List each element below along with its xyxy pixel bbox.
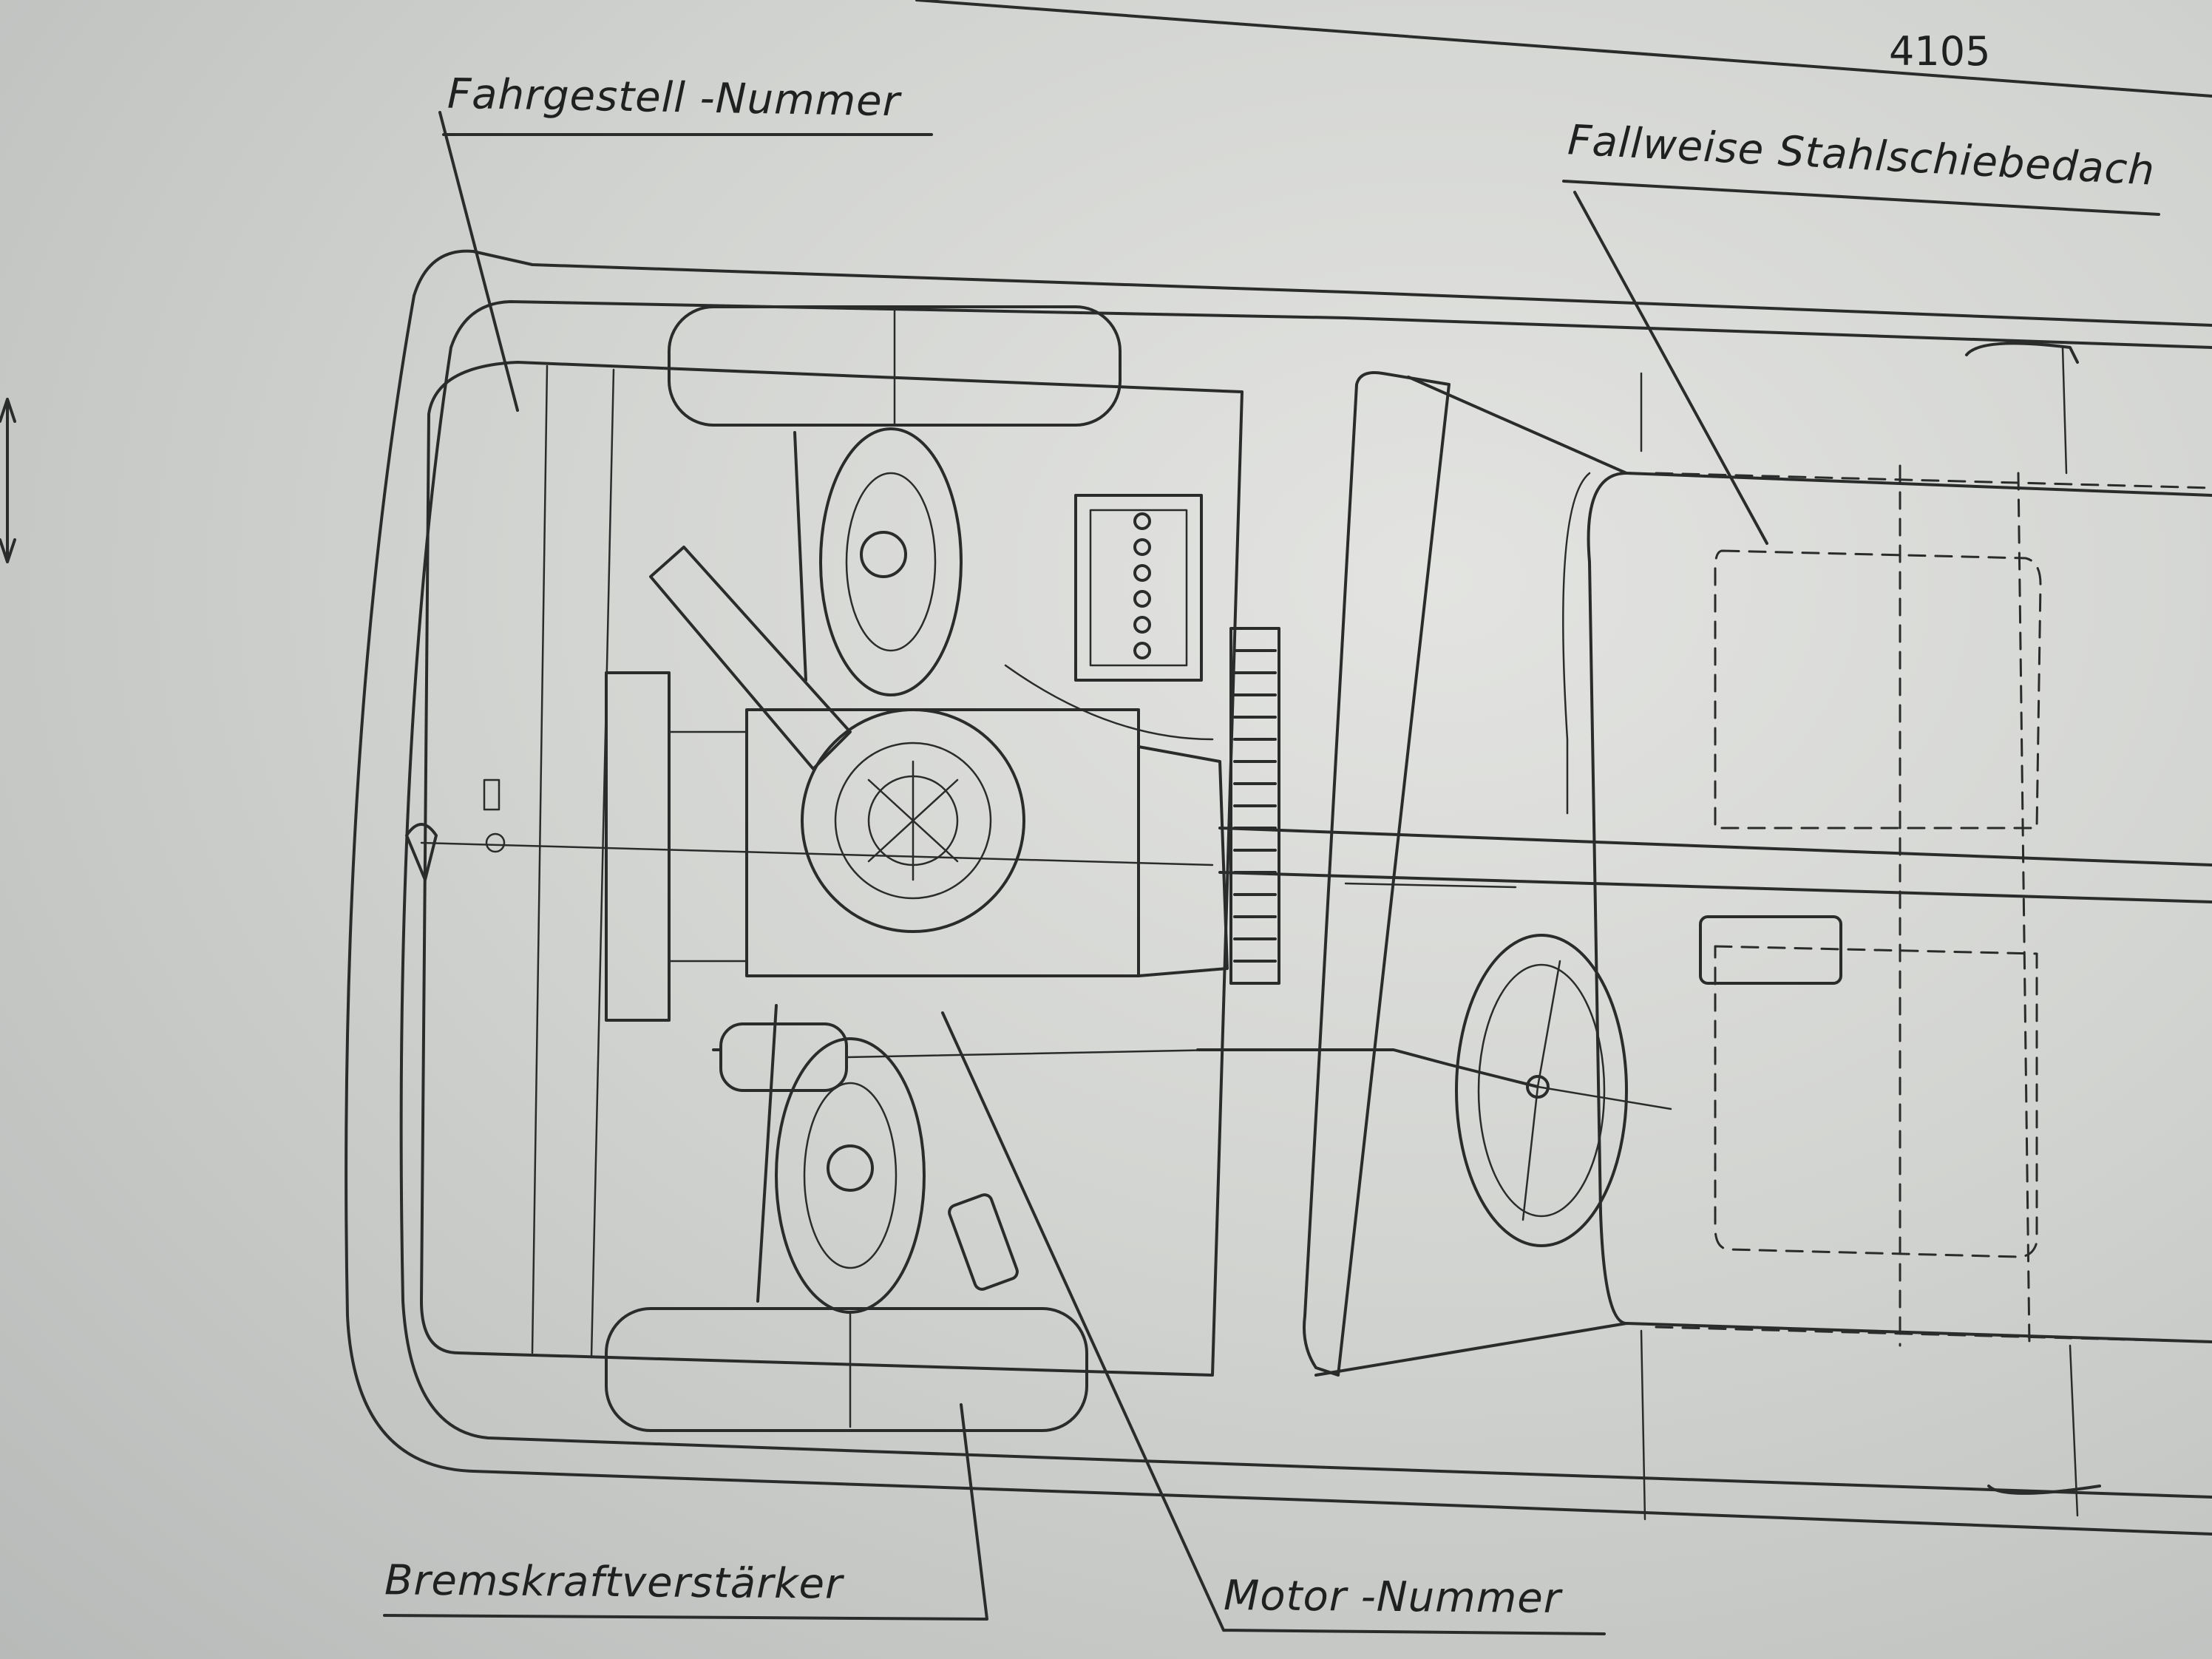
door-handle-bottom [1987,1485,2101,1495]
page-border-line [915,0,2212,98]
frame-rail-right [590,368,615,1358]
strut-top [793,431,807,682]
brake-booster [719,1022,848,1092]
handbrake [1699,915,1842,985]
drum-bottom [775,1037,926,1314]
fan-housing [801,708,1025,933]
drum-top [819,427,963,696]
steering-hub [1526,1075,1550,1099]
strut-bottom [756,1004,778,1303]
front-emblem [405,823,438,881]
steering-wheel [1455,934,1628,1247]
body-outline [345,249,2212,1536]
cabin-outline [1314,376,2212,1377]
tow-hook [483,778,501,811]
leader-chassis-number [438,111,933,412]
dashboard-inner-curve [1562,472,1591,815]
ignition-coil [948,1193,1019,1291]
sunroof-rail-bottom [1655,1326,2212,1343]
battery-inner [1089,509,1188,667]
leader-brake-booster [383,1403,988,1621]
label-engine-number: Motor -Nummer [1223,1572,1562,1623]
steering-spokes [1521,960,1672,1221]
centre-axis-line [420,841,1214,866]
hub-top [860,531,907,578]
drum-top-inner [845,472,937,652]
centre-bolt [485,832,506,853]
brake-line [845,1048,1221,1059]
page-number: 4105 [1889,28,1991,75]
sunroof-outline-rear [1714,945,2038,1258]
air-intake [649,546,852,770]
battery [1074,494,1203,682]
label-brake-booster: Bremskraftverstärker [384,1556,844,1609]
frame-rail-left [531,364,549,1354]
central-tunnel [1218,827,2212,903]
leader-sunroof [1562,180,2160,545]
radiator-pipes [668,730,748,963]
drum-bottom-inner [803,1082,898,1269]
door-handle-top [1965,342,2079,364]
sunroof-rail-top [1655,472,2212,489]
wheel-bottom [605,1307,1088,1432]
bulkhead-grille [1229,627,1280,985]
steering-wheel-inner [1477,963,1606,1218]
margin-marker [0,398,16,563]
fan-blades [867,760,959,881]
dashboard-curve [1587,472,1628,1325]
gearbox [1137,745,1229,977]
leader-engine-number [941,1011,1606,1635]
windscreen-frame [1303,371,1451,1377]
radiator [605,671,671,1022]
label-chassis-number: Fahrgestell -Nummer [447,69,901,126]
body-inner-outline [399,300,2212,1499]
sunroof-outline-front [1714,549,2042,830]
battery-cells [1133,512,1151,659]
hub-bottom [827,1144,874,1192]
sunroof-rail-mid-2 [2017,472,2031,1347]
body-pillars [1640,346,2079,1521]
steering-column [1196,1048,1539,1088]
compartment-outline [420,361,1244,1377]
exhaust-pipe [1004,664,1214,741]
gear-linkage [1344,882,1517,889]
fan-ring [834,742,992,900]
